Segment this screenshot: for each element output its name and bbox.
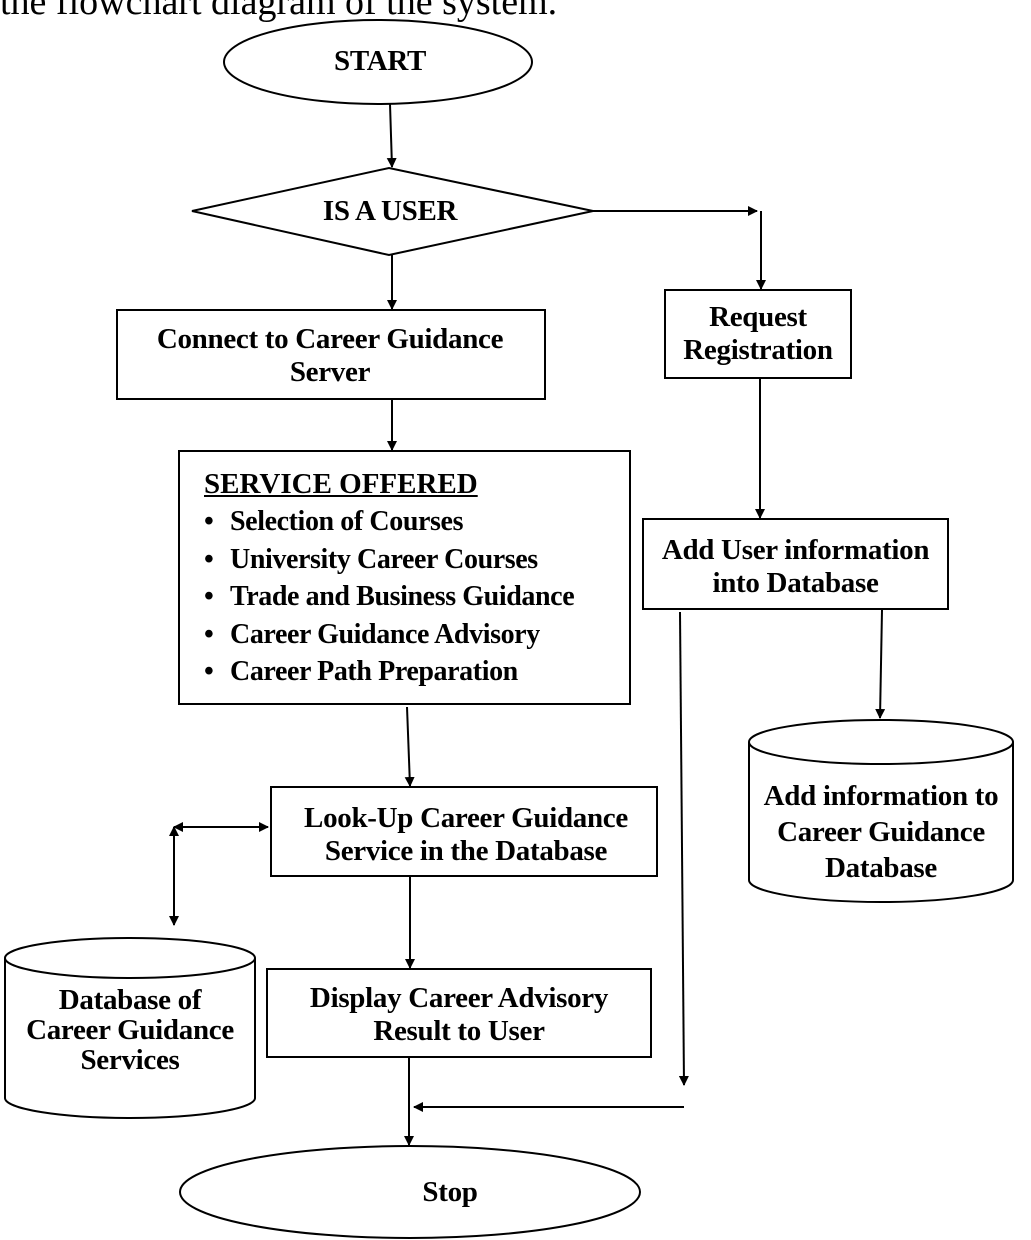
service-item: Career Guidance Advisory — [204, 616, 629, 654]
display-result-box: Display Career Advisory Result to User — [266, 968, 652, 1058]
stop-terminal — [179, 1145, 641, 1239]
arrow-add-user-to-database — [875, 609, 886, 719]
start-label: START — [333, 45, 427, 77]
decision-label: IS A USER — [322, 195, 458, 227]
services-offered-title: SERVICE OFFERED — [204, 468, 478, 500]
career-database-cylinder — [748, 719, 1014, 903]
services-offered-box: SERVICE OFFERED Selection of Courses Uni… — [178, 450, 631, 705]
add-user-info-label: Add User information into Database — [661, 534, 930, 599]
service-item: University Career Courses — [204, 541, 629, 579]
connect-server-label: Connect to Career Guidance Server — [156, 323, 504, 388]
add-info-database-label: Add information to Career Guidance Datab… — [763, 780, 999, 884]
lookup-service-box: Look-Up Career Guidance Service in the D… — [270, 786, 658, 877]
lookup-service-label: Look-Up Career Guidance Service in the D… — [304, 802, 628, 867]
display-result-label: Display Career Advisory Result to User — [309, 982, 609, 1047]
request-registration-box: Request Registration — [664, 289, 852, 379]
service-item: Trade and Business Guidance — [204, 578, 629, 616]
line-add-user-down — [678, 611, 689, 1086]
start-terminal — [223, 19, 533, 105]
service-item: Selection of Courses — [204, 503, 629, 541]
connect-server-box: Connect to Career Guidance Server — [116, 309, 546, 400]
service-item: Career Path Preparation — [204, 653, 629, 691]
services-database-cylinder — [4, 937, 256, 1119]
stop-label: Stop — [422, 1176, 478, 1208]
arrow-services-to-lookup — [404, 706, 415, 787]
arrow-start-to-decision — [386, 103, 397, 168]
services-database-label: Database of Career Guidance Services — [26, 984, 234, 1076]
services-offered-list: Selection of Courses University Career C… — [204, 503, 629, 691]
request-registration-label: Request Registration — [683, 301, 833, 366]
add-user-info-box: Add User information into Database — [642, 518, 949, 610]
figure-caption: the flowchart diagram of the system. — [0, 0, 558, 23]
